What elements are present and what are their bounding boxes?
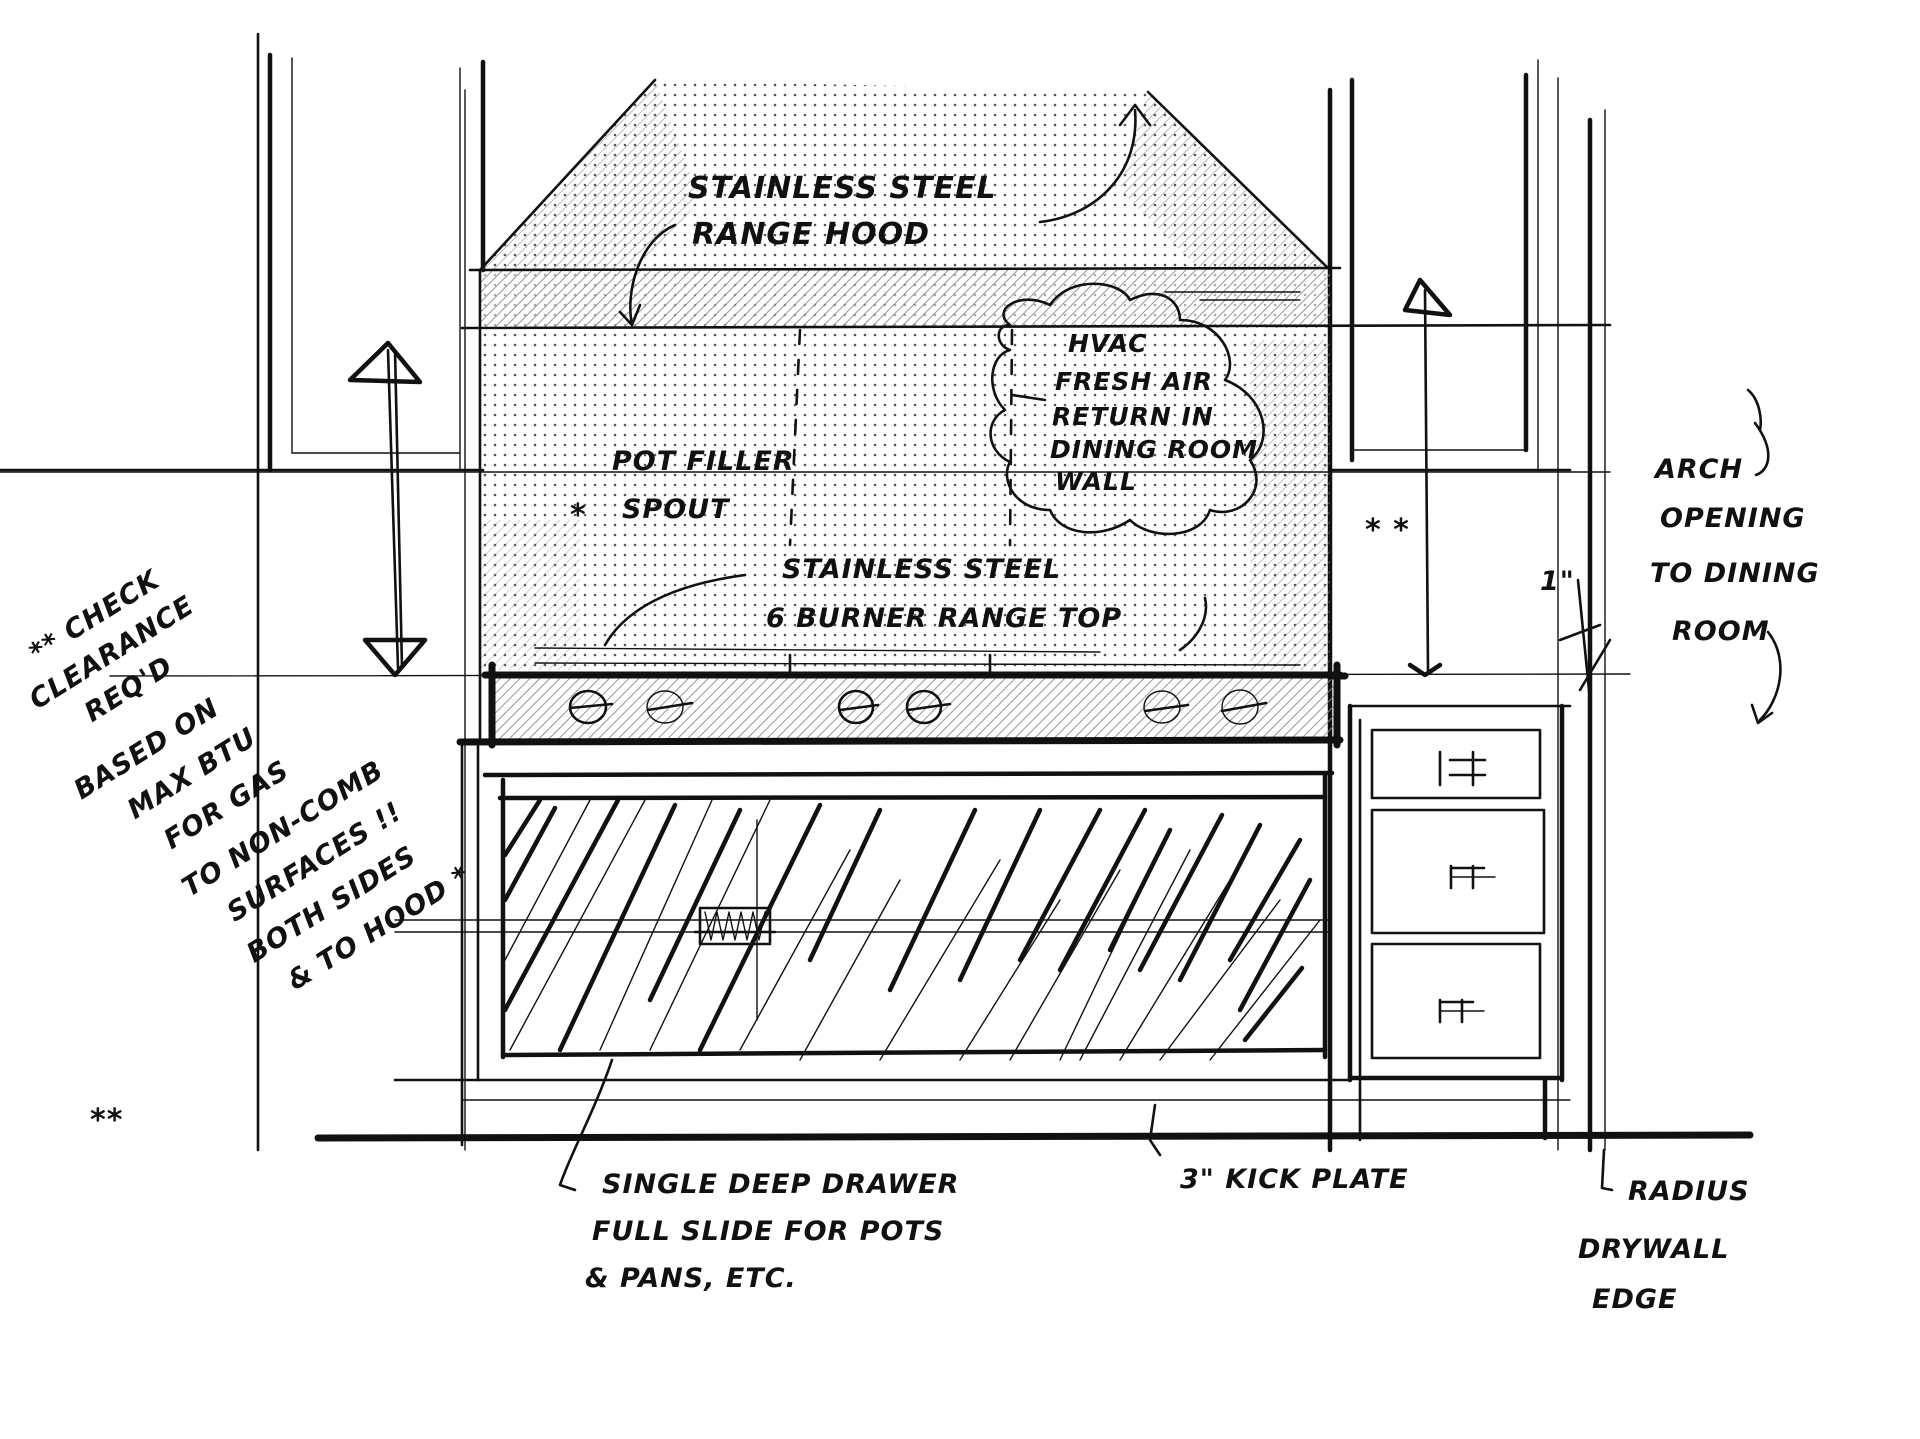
drawer-note: SINGLE DEEP DRAWER FULL SLIDE FOR POTS &…	[585, 1169, 959, 1294]
asterisk-icon: **	[90, 1103, 123, 1138]
knob-icon	[646, 690, 694, 724]
pot-filler-note: POT FILLER * SPOUT	[570, 446, 795, 533]
hvac-revision-cloud	[989, 282, 1265, 536]
dimension-1in	[1558, 578, 1612, 702]
radius-note-line1: RADIUS	[1628, 1176, 1750, 1207]
asterisk-icon: * *	[1365, 513, 1410, 548]
hvac-note-line4: DINING ROOM	[1050, 435, 1258, 464]
drawer-note-line1: SINGLE DEEP DRAWER	[602, 1169, 959, 1200]
hvac-note-line5: WALL	[1055, 467, 1137, 496]
side-cabinet-drawer-2	[1370, 808, 1546, 935]
side-base-cabinet	[1326, 672, 1572, 1142]
pot-filler-line2: SPOUT	[622, 494, 731, 525]
hood-label-line1: STAINLESS STEEL	[688, 171, 997, 206]
hvac-note: HVAC FRESH AIR RETURN IN DINING ROOM WAL…	[1050, 329, 1258, 496]
knob-icon	[1220, 689, 1268, 725]
knob-icon	[568, 689, 614, 725]
rangetop-label: STAINLESS STEEL 6 BURNER RANGE TOP	[766, 554, 1122, 634]
drawer-pull-icon	[1449, 864, 1496, 890]
clearance-dimension-right	[1402, 277, 1453, 678]
knob-icon	[905, 689, 952, 725]
drawer-diagonal-hatching	[502, 797, 1321, 1061]
arch-note-line4: ROOM	[1672, 616, 1770, 647]
drawer-pull-icon	[1438, 750, 1487, 787]
upper-cabinet-left	[0, 32, 486, 1152]
side-cabinet-drawer-3	[1370, 942, 1542, 1060]
drawer-pull-icon	[1438, 998, 1485, 1024]
range-knobs	[568, 689, 1268, 725]
hvac-note-line1: HVAC	[1068, 329, 1148, 358]
knob-icon	[1143, 690, 1190, 724]
range-base-cabinet	[393, 740, 1352, 1147]
hood-label: STAINLESS STEEL RANGE HOOD	[688, 171, 997, 252]
arch-note: ARCH OPENING TO DINING ROOM	[1650, 454, 1820, 647]
clearance-dimension-left	[347, 340, 428, 678]
radius-note-line2: DRYWALL	[1578, 1234, 1729, 1265]
drawer-note-line2: FULL SLIDE FOR POTS	[592, 1216, 944, 1247]
hvac-note-line2: FRESH AIR	[1055, 367, 1213, 396]
deep-drawer-pull-icon	[693, 819, 777, 1021]
floor-line	[314, 1099, 1754, 1142]
arch-note-line2: OPENING	[1660, 503, 1806, 534]
pot-filler-line1: POT FILLER	[612, 446, 795, 477]
hvac-note-line3: RETURN IN	[1052, 402, 1214, 431]
knob-icon	[837, 689, 880, 725]
arch-note-line3: TO DINING	[1650, 558, 1820, 589]
rangetop-label-line2: 6 BURNER RANGE TOP	[766, 603, 1122, 634]
leader-arrows	[558, 103, 1782, 1192]
asterisk-icon: *	[570, 498, 587, 533]
radius-note-line3: EDGE	[1592, 1284, 1677, 1315]
arch-note-line1: ARCH	[1653, 454, 1743, 485]
hood-label-line2: RANGE HOOD	[692, 217, 930, 252]
range-hood	[460, 78, 1612, 330]
side-cabinet-drawer-1	[1370, 728, 1542, 800]
clearance-note: ** CHECK CLEARANCE REQ'D BASED ON MAX BT…	[24, 564, 476, 997]
radius-note: RADIUS DRYWALL EDGE	[1578, 1176, 1750, 1315]
dimension-1in-label: 1"	[1540, 566, 1575, 597]
backsplash	[0, 268, 1611, 742]
kick-plate-note: 3" KICK PLATE	[1180, 1164, 1409, 1195]
drawer-note-line3: & PANS, ETC.	[585, 1263, 797, 1294]
rangetop-label-line1: STAINLESS STEEL	[782, 554, 1061, 585]
